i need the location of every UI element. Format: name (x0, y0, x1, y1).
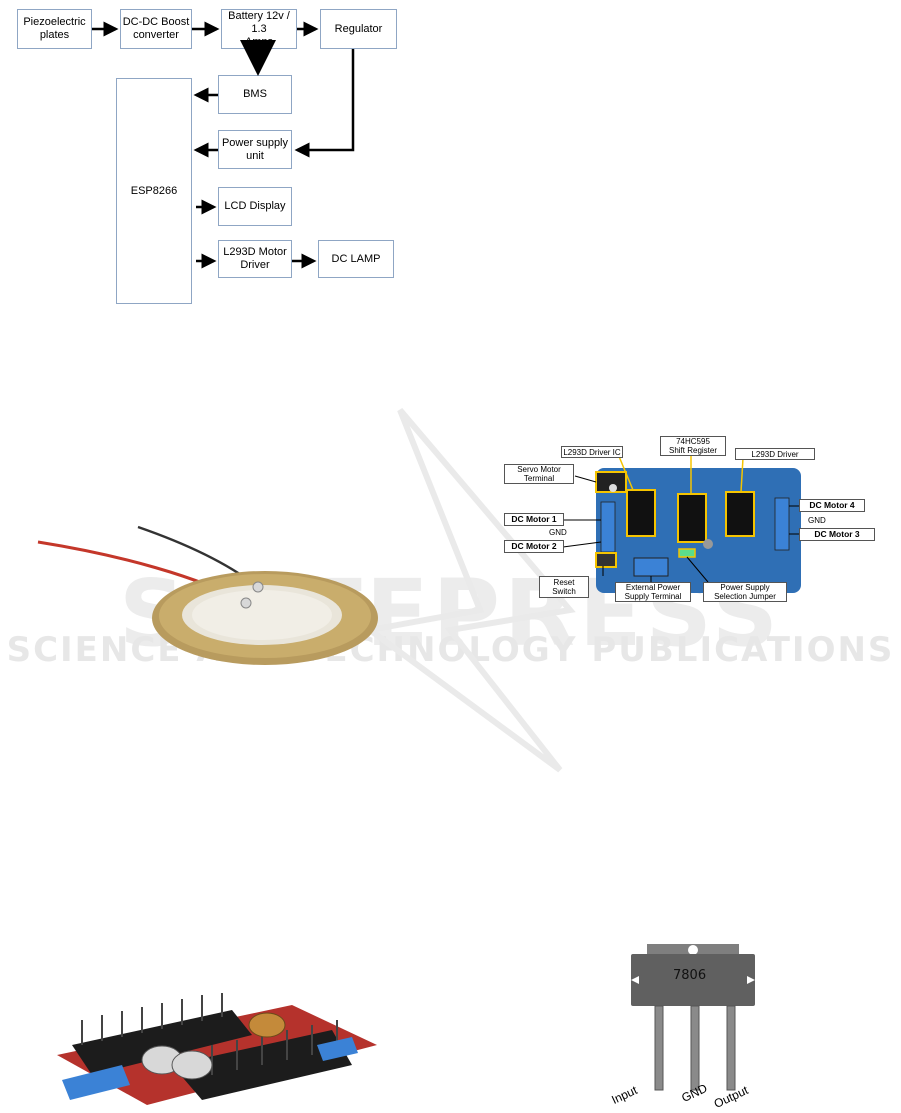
psu-box: Power supply unit (218, 130, 292, 169)
battery-box: Battery 12v / 1.3 Amps (221, 9, 297, 49)
esp8266-box: ESP8266 (116, 78, 192, 304)
callout-power-supply-jumper: Power Supply Selection Jumper (703, 582, 787, 602)
block-diagram-arrows (92, 21, 355, 269)
dc-lamp-box: DC LAMP (318, 240, 394, 278)
callout-dc-motor-3: DC Motor 3 (799, 528, 875, 541)
callout-l293d-driver: L293D Driver (735, 448, 815, 460)
chip-marking: 7806 (673, 968, 707, 983)
watermark-shape (362, 408, 576, 773)
lcd-box: LCD Display (218, 187, 292, 226)
regulator-7806-figure: 7806 Input GND Output (595, 940, 795, 1112)
motor-shield-board (562, 453, 801, 593)
regulator-7806-body (631, 944, 755, 1091)
motor-shield-figure: L293D Driver IC 74HC595 Shift Register L… (503, 436, 883, 606)
callout-servo-terminal: Servo Motor Terminal (504, 464, 574, 484)
piezo-disc-image (37, 525, 378, 665)
callout-shift-register: 74HC595 Shift Register (660, 436, 726, 456)
boost-converter-image (57, 993, 377, 1105)
callout-external-power: External Power Supply Terminal (615, 582, 691, 602)
callout-dc-motor-2: DC Motor 2 (504, 540, 564, 553)
regulator-box: Regulator (320, 9, 397, 49)
callout-dc-motor-1: DC Motor 1 (504, 513, 564, 526)
watermark-sub: SCIENCE AND TECHNOLOGY PUBLICATIONS (6, 630, 895, 670)
l293d-box: L293D Motor Driver (218, 240, 292, 278)
piezo-box: Piezoelectric plates (17, 9, 92, 49)
callout-reset-switch: Reset Switch (539, 576, 589, 598)
label-gnd-right: GND (808, 516, 826, 525)
callout-dc-motor-4: DC Motor 4 (799, 499, 865, 512)
label-gnd-left: GND (549, 528, 567, 537)
boost-box: DC-DC Boost converter (120, 9, 192, 49)
callout-driver-ic: L293D Driver IC (561, 446, 623, 458)
